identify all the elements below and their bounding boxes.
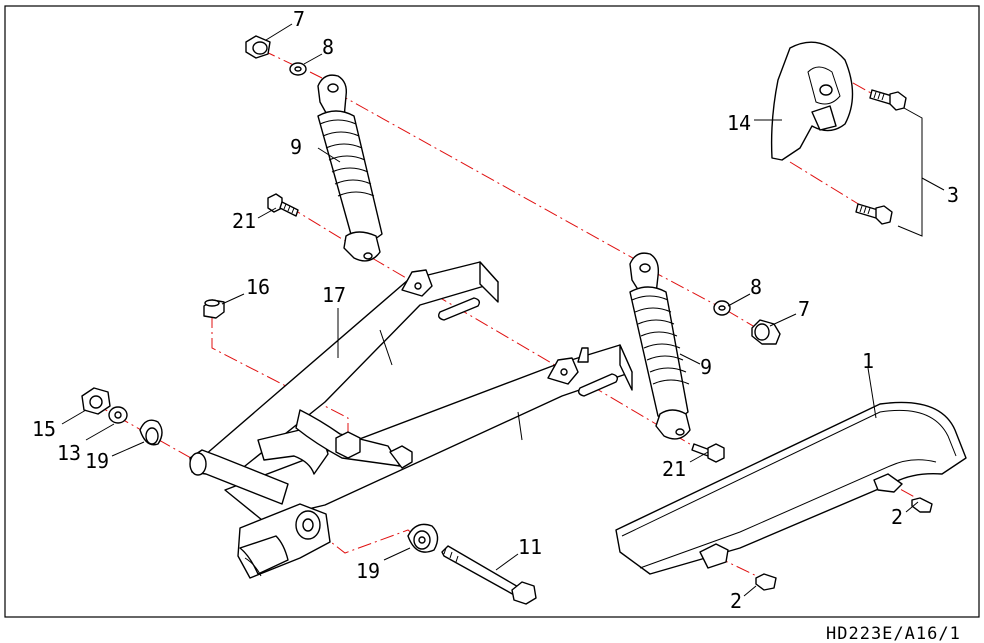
sprocket-cover-14 — [770, 41, 854, 161]
washer-13 — [108, 406, 128, 424]
bushing-19-left — [139, 419, 163, 446]
bracket-3 — [897, 107, 923, 237]
callout-21-upper: 21 — [232, 209, 256, 233]
bushing-19-lower — [407, 523, 439, 553]
drawing-reference: HD223E/A16/1 — [826, 624, 961, 643]
callout-8-upper: 8 — [322, 35, 334, 59]
bolt-2-lower — [755, 573, 777, 591]
callout-14: 14 — [727, 111, 751, 135]
bolt-21-lower — [691, 443, 725, 463]
callout-11: 11 — [518, 535, 542, 559]
callout-21-lower: 21 — [662, 457, 686, 481]
axle-bolt-11 — [441, 545, 537, 605]
callout-13: 13 — [57, 441, 81, 465]
rubber-16 — [203, 299, 225, 319]
callout-8-right: 8 — [750, 275, 762, 299]
washer-8-right — [713, 300, 731, 316]
callout-1: 1 — [862, 349, 874, 373]
leader-lines — [61, 23, 945, 597]
callout-2-upper: 2 — [891, 505, 903, 529]
shock-absorber-lower — [629, 252, 691, 440]
nut-15 — [81, 387, 111, 415]
callout-7-right: 7 — [798, 297, 810, 321]
callout-9-lower: 9 — [700, 355, 712, 379]
callout-7-upper: 7 — [293, 7, 305, 31]
callout-19-lower: 19 — [356, 559, 380, 583]
bolt-3-upper — [869, 89, 907, 111]
shock-absorber-upper — [317, 74, 383, 262]
callout-3: 3 — [947, 183, 959, 207]
bolt-21-upper — [267, 193, 299, 217]
washer-8-upper — [289, 62, 307, 76]
drawing-frame — [4, 5, 980, 618]
chain-case-1 — [615, 401, 967, 575]
nut-7-upper — [245, 35, 271, 59]
callout-9-upper: 9 — [290, 135, 302, 159]
swing-arm-17 — [189, 261, 633, 579]
callout-2-lower: 2 — [730, 589, 742, 613]
callout-labels: 7 8 9 21 14 3 16 17 8 7 9 21 1 15 13 19 … — [32, 7, 959, 613]
bolt-3-lower — [855, 203, 893, 225]
callout-17: 17 — [322, 283, 346, 307]
callout-16: 16 — [246, 275, 270, 299]
bolt-2-upper — [911, 497, 933, 513]
callout-19-left: 19 — [85, 449, 109, 473]
callout-15: 15 — [32, 417, 56, 441]
nut-7-right — [751, 319, 781, 345]
